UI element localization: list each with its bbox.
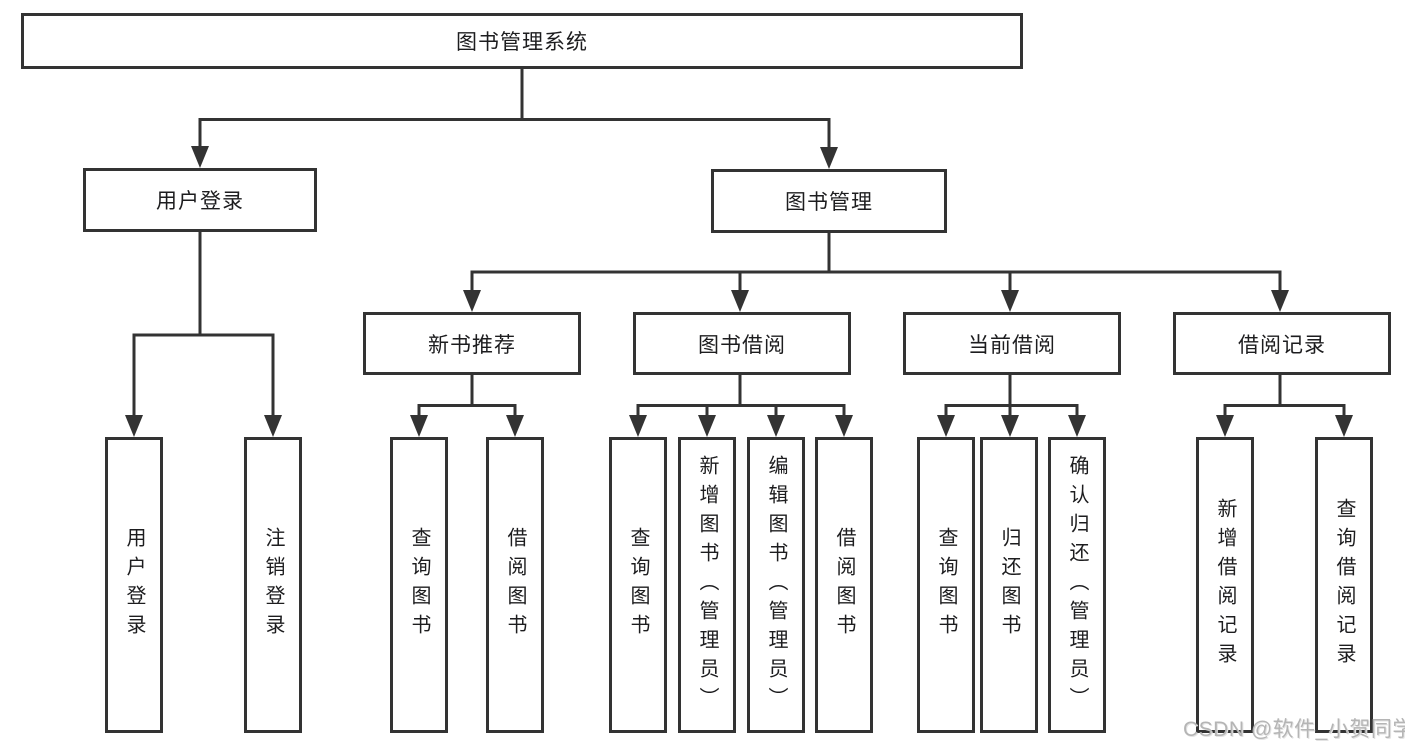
connector-book-borrowing-children [629,375,853,437]
connector-borrow-records-children [1216,375,1353,437]
leaf-logout: 注销登录 [244,437,302,733]
leaf-query-books-recommend: 查询图书 [390,437,448,733]
node-current-borrowing: 当前借阅 [903,312,1121,375]
node-book-management: 图书管理 [711,169,947,233]
connector-current-borrowing-children [937,375,1086,437]
leaf-query-books-borrowing: 查询图书 [609,437,667,733]
watermark-text: CSDN @软件_小贺同学 [1183,718,1405,741]
leaf-add-borrow-record: 新增借阅记录 [1196,437,1254,733]
leaf-borrow-books-recommend: 借阅图书 [486,437,544,733]
node-book-borrowing: 图书借阅 [633,312,851,375]
node-new-book-recommend: 新书推荐 [363,312,581,375]
node-user-login: 用户登录 [83,168,317,232]
node-borrow-records: 借阅记录 [1173,312,1391,375]
connector-root-to-level2 [191,69,838,169]
leaf-user-login: 用户登录 [105,437,163,733]
leaf-query-books-current: 查询图书 [917,437,975,733]
node-root: 图书管理系统 [21,13,1023,69]
connector-new-book-recommend-children [410,375,524,437]
leaf-query-borrow-record: 查询借阅记录 [1315,437,1373,733]
leaf-return-books: 归还图书 [980,437,1038,733]
leaf-add-books-admin: 新增图书（管理员） [678,437,736,733]
connector-book-management-children [463,233,1289,312]
connector-user-login-children [125,232,282,437]
leaf-borrow-books-borrowing: 借阅图书 [815,437,873,733]
leaf-edit-books-admin: 编辑图书（管理员） [747,437,805,733]
leaf-confirm-return-admin: 确认归还（管理员） [1048,437,1106,733]
